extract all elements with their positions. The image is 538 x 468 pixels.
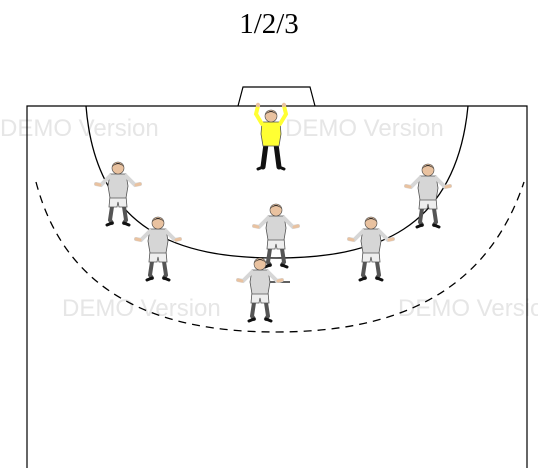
defender-figure (406, 164, 450, 227)
defender-figure (238, 258, 282, 321)
defender-figure (349, 217, 393, 280)
defender-figure (136, 217, 180, 280)
watermark-text: DEMO Version (285, 115, 444, 142)
defender-figure (96, 162, 140, 225)
watermark-text: DEMO Version (398, 295, 538, 322)
goal (238, 87, 315, 106)
goalkeeper-figure (256, 103, 286, 169)
watermark-text: DEMO Version (0, 115, 159, 142)
